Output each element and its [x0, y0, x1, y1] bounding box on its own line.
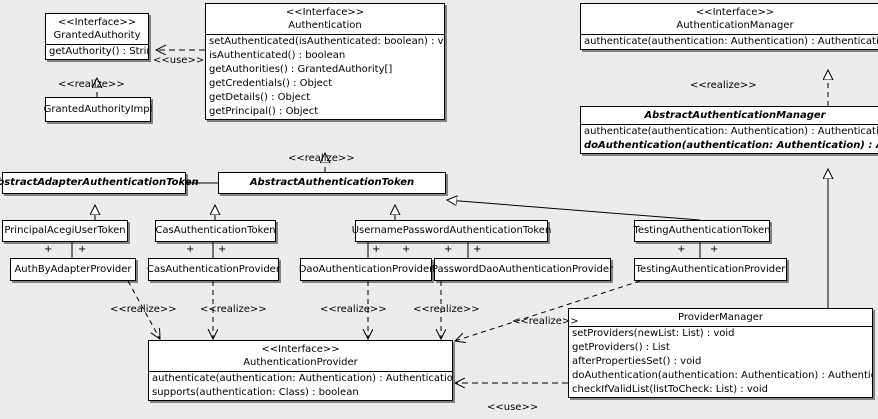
class-abstract-authentication-manager[interactable]: AbstractAuthenticationManager authentica… [580, 106, 878, 154]
class-name: Authentication [288, 20, 362, 31]
class-name: GrantedAuthorityImpl [43, 103, 153, 115]
class-granted-authority[interactable]: <<Interface>> GrantedAuthority getAuthor… [45, 13, 149, 60]
method-item: authenticate(authentication: Authenticat… [584, 126, 878, 137]
stereotype-label: <<Interface>> [57, 17, 137, 28]
method-item: getProviders() : List [572, 342, 670, 353]
method-item: setProviders(newList: List) : void [572, 328, 735, 339]
association-plus: + [402, 244, 411, 255]
method-item: checkIfValidList(listToCheck: List) : vo… [572, 384, 769, 395]
member-separator: getAuthority() : String [46, 44, 148, 59]
method-item: getAuthority() : String [49, 46, 148, 57]
association-plus: + [44, 244, 53, 255]
class-authentication[interactable]: <<Interface>> Authentication setAuthenti… [205, 3, 445, 120]
class-name: CasAuthenticationToken [155, 225, 276, 236]
method-item: doAuthentication(authentication: Authent… [584, 140, 878, 151]
edge-label-realize-cas-authentication-provider: <<realize>> [200, 304, 267, 315]
class-auth-by-adapter-provider[interactable]: AuthByAdapterProvider [10, 258, 136, 281]
method-item: getCredentials() : Object [209, 78, 333, 89]
class-name: AuthenticationManager [676, 20, 794, 31]
method-item: afterPropertiesSet() : void [572, 356, 702, 367]
class-authentication-manager[interactable]: <<Interface>> AuthenticationManager auth… [580, 3, 878, 50]
edge-label-realize-granted-authority-impl: <<realize>> [58, 79, 125, 90]
method-item: isAuthenticated() : boolean [209, 50, 346, 61]
class-header: AbstractAuthenticationManager [581, 107, 878, 124]
association-plus: + [473, 244, 482, 255]
class-name: AbstractAuthenticationManager [644, 110, 826, 121]
class-cas-authentication-provider[interactable]: CasAuthenticationProvider [147, 258, 280, 281]
association-plus: + [677, 244, 686, 255]
class-principal-acegi-user-token[interactable]: PrincipalAcegiUserToken [2, 220, 128, 242]
member-separator: authenticate(authentication: Authenticat… [581, 124, 878, 153]
class-name: TestingAuthenticationProvider [635, 263, 786, 275]
member-separator: authenticate(authentication: Authenticat… [581, 34, 878, 49]
association-plus: + [372, 244, 381, 255]
edge-label-realize-dao-authentication-provider: <<realize>> [320, 304, 387, 315]
association-plus: + [78, 244, 87, 255]
class-header: <<Interface>> Authentication [206, 4, 444, 34]
class-cas-authentication-token[interactable]: CasAuthenticationToken [155, 220, 276, 242]
class-name: TestingAuthenticationToken [633, 225, 771, 236]
stereotype-label: <<Interface>> [285, 7, 365, 18]
class-header: <<Interface>> AuthenticationManager [581, 4, 878, 34]
edge-label-realize-testing-authentication-provider: <<realize>> [512, 316, 579, 327]
method-item: getAuthorities() : GrantedAuthority[] [209, 64, 393, 75]
class-password-dao-authentication-provider[interactable]: PasswordDaoAuthenticationProvider [431, 258, 614, 281]
class-header: ProviderManager [569, 309, 872, 326]
member-separator: setProviders(newList: List) : void getPr… [569, 326, 872, 397]
edge-label-realize-abstract-authentication-manager: <<realize>> [690, 80, 757, 91]
class-authentication-provider[interactable]: <<Interface>> AuthenticationProvider aut… [148, 340, 453, 401]
class-testing-authentication-provider[interactable]: TestingAuthenticationProvider [634, 258, 787, 281]
method-item: supports(authentication: Class) : boolea… [152, 387, 359, 398]
method-item: authenticate(authentication: Authenticat… [152, 373, 452, 384]
association-plus: + [710, 244, 719, 255]
member-separator: authenticate(authentication: Authenticat… [149, 371, 452, 400]
class-granted-authority-impl[interactable]: GrantedAuthorityImpl [43, 97, 153, 122]
class-name: AbstractAdapterAuthenticationToken [0, 177, 199, 188]
class-name: AuthByAdapterProvider [14, 263, 132, 275]
class-name: UsernamePasswordAuthenticationToken [351, 225, 552, 236]
method-item: doAuthentication(authentication: Authent… [572, 370, 872, 381]
class-name: PrincipalAcegiUserToken [4, 225, 126, 236]
edge-label-realize-password-dao-authentication-provider: <<realize>> [413, 304, 480, 315]
class-name: AbstractAuthenticationToken [249, 177, 415, 188]
stereotype-label: <<Interface>> [695, 7, 775, 18]
class-header: <<Interface>> GrantedAuthority [46, 14, 148, 44]
member-separator: setAuthenticated(isAuthenticated: boolea… [206, 34, 444, 119]
class-abstract-authentication-token[interactable]: AbstractAuthenticationToken [218, 172, 446, 194]
class-username-password-authentication-token[interactable]: UsernamePasswordAuthenticationToken [352, 220, 551, 242]
method-item: setAuthenticated(isAuthenticated: boolea… [209, 36, 444, 47]
association-plus: + [218, 244, 227, 255]
method-item: getPrincipal() : Object [209, 106, 319, 117]
class-dao-authentication-provider[interactable]: DaoAuthenticationProvider [298, 258, 434, 281]
edge-label-realize-abstract-authentication-token: <<realize>> [288, 153, 355, 164]
edge-label-use-granted-authority: <<use>> [153, 55, 205, 66]
class-provider-manager[interactable]: ProviderManager setProviders(newList: Li… [568, 308, 873, 398]
association-plus: + [444, 244, 453, 255]
class-name: GrantedAuthority [53, 30, 141, 41]
method-item: getDetails() : Object [209, 92, 311, 103]
class-name: CasAuthenticationProvider [147, 263, 280, 275]
stereotype-label: <<Interface>> [261, 344, 340, 355]
edge-label-realize-auth-by-adapter-provider: <<realize>> [110, 304, 177, 315]
edge-label-use-authentication-provider: <<use>> [487, 402, 539, 413]
class-testing-authentication-token[interactable]: TestingAuthenticationToken [633, 220, 771, 242]
class-header: <<Interface>> AuthenticationProvider [149, 341, 452, 371]
class-name: AuthenticationProvider [243, 357, 358, 368]
class-name: ProviderManager [677, 312, 763, 323]
method-item: authenticate(authentication: Authenticat… [584, 36, 878, 47]
class-abstract-adapter-authentication-token[interactable]: AbstractAdapterAuthenticationToken [0, 172, 199, 194]
class-name: DaoAuthenticationProvider [298, 263, 434, 275]
association-plus: + [186, 244, 195, 255]
class-name: PasswordDaoAuthenticationProvider [431, 263, 614, 275]
